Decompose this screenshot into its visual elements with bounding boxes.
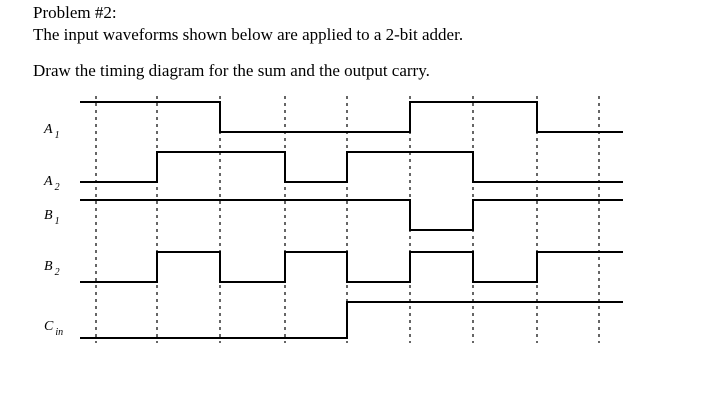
waveform-a2 [80,151,623,183]
waveform-a1 [80,101,623,133]
problem-statement: The input waveforms shown below are appl… [33,25,464,44]
problem-title: Problem #2: [33,3,117,22]
problem-task: Draw the timing diagram for the sum and … [33,61,430,80]
waveform-cin [80,301,623,339]
waveform-b2 [80,251,623,283]
waveform-b1 [80,199,623,231]
waveforms [80,101,623,339]
